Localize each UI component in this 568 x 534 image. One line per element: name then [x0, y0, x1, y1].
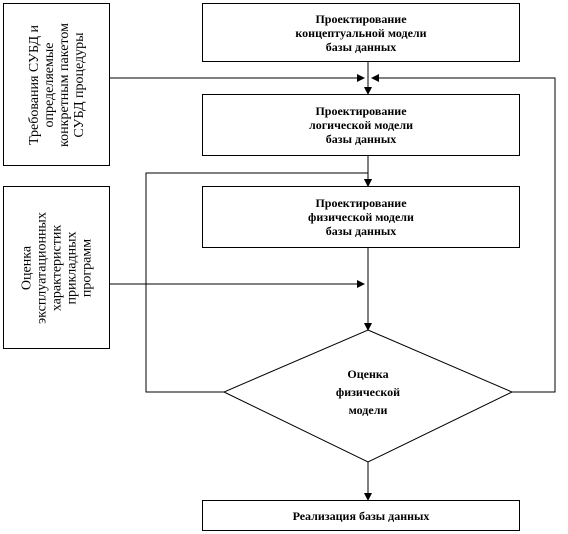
- logical-model-box: Проектирование логической модели базы да…: [202, 94, 520, 156]
- conceptual-model-box: Проектирование концептуальной модели баз…: [202, 3, 520, 62]
- performance-evaluation-label: Оценка эксплуатационных характеристик пр…: [19, 211, 94, 324]
- conceptual-model-label: Проектирование концептуальной модели баз…: [295, 11, 427, 54]
- realization-box: Реализация базы данных: [202, 500, 520, 531]
- dbms-requirements-box: Требования СУБД и определяемые конкретны…: [3, 3, 110, 166]
- physical-model-label: Проектирование физической модели базы да…: [308, 196, 414, 238]
- performance-evaluation-box: Оценка эксплуатационных характеристик пр…: [3, 186, 110, 349]
- physical-model-box: Проектирование физической модели базы да…: [202, 186, 520, 248]
- feedback-loop-to-logical: [371, 74, 556, 393]
- dbms-requirements-label: Требования СУБД и определяемые конкретны…: [26, 22, 87, 147]
- decision-diamond: [222, 329, 514, 463]
- logical-model-label: Проектирование логической модели базы да…: [308, 104, 414, 146]
- feedback-loop-to-physical: [145, 172, 368, 393]
- realization-label: Реализация базы данных: [292, 508, 430, 523]
- decision-label: Оценка физической модели: [335, 367, 401, 417]
